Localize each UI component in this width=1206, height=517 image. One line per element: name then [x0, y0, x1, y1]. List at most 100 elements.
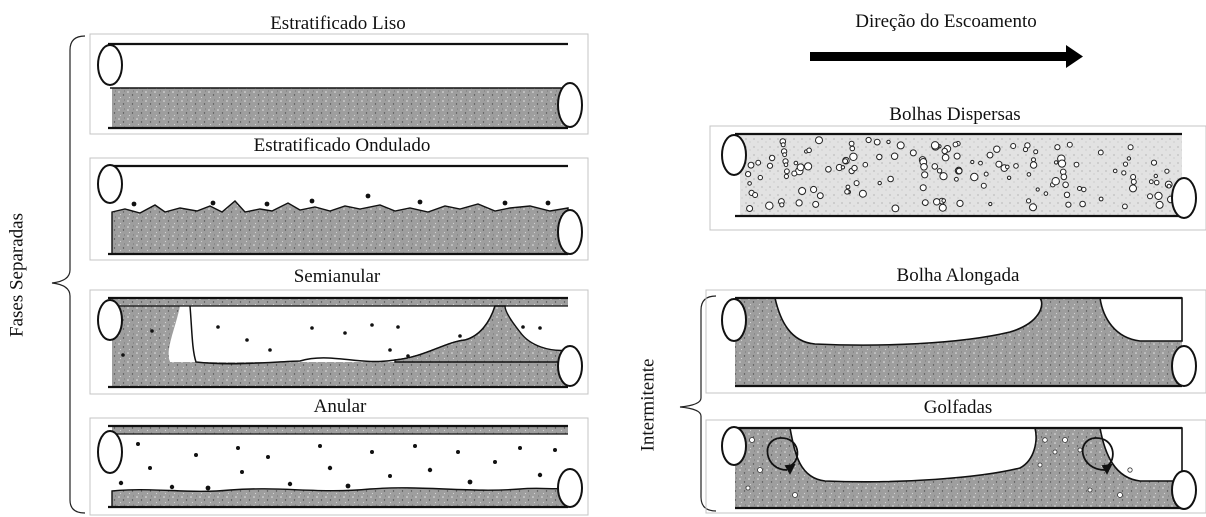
bubble	[989, 202, 992, 205]
pipe-semi-annular	[90, 290, 588, 394]
brace-intermittent	[680, 296, 716, 511]
bubble	[1027, 199, 1031, 203]
bubble	[783, 153, 787, 157]
bubble	[1131, 175, 1136, 180]
bubble	[841, 166, 844, 169]
pipe-annular	[90, 418, 588, 515]
bubble	[920, 185, 926, 191]
bubble	[942, 154, 949, 161]
bubble	[1082, 187, 1086, 191]
bubble	[1063, 182, 1069, 188]
bubble	[996, 161, 1002, 167]
bubble	[845, 190, 850, 195]
bubble	[784, 174, 788, 178]
bubble	[1165, 169, 1169, 173]
bubble	[981, 183, 986, 188]
bubble	[1154, 180, 1159, 185]
bubble	[849, 141, 854, 146]
bubble	[866, 137, 871, 142]
bubble	[942, 199, 946, 203]
bubble	[994, 146, 1000, 152]
bubble	[1064, 192, 1069, 197]
bubble	[921, 164, 928, 171]
bubble	[1066, 202, 1071, 207]
bubble	[785, 169, 790, 174]
bubble	[1058, 160, 1065, 167]
bubble	[797, 164, 804, 171]
bubble	[877, 154, 882, 159]
bubble	[1128, 145, 1133, 150]
pipe-stratified-smooth	[90, 34, 588, 134]
bubble	[1156, 201, 1163, 208]
bubble	[758, 175, 762, 179]
bubble	[1148, 194, 1153, 199]
flow-direction-arrow-icon	[810, 45, 1083, 68]
bubble	[859, 190, 866, 197]
bubble	[1130, 185, 1137, 192]
bubble	[854, 181, 859, 186]
bubble	[805, 163, 812, 170]
bubble	[780, 203, 784, 207]
bubble	[863, 162, 868, 167]
bubble	[794, 161, 798, 165]
bubble	[955, 177, 959, 181]
bubble	[979, 161, 983, 165]
bubble	[1023, 147, 1027, 151]
bubble	[1052, 178, 1059, 185]
bubble	[1078, 187, 1082, 191]
bubble	[1014, 164, 1019, 169]
bubble	[811, 186, 817, 192]
bubble	[1007, 176, 1010, 179]
bubble	[799, 188, 806, 195]
bubble	[956, 168, 962, 174]
bubble	[1074, 162, 1079, 167]
bubble	[852, 165, 857, 170]
bubble	[1030, 162, 1036, 168]
bubble	[1127, 157, 1130, 160]
bubble	[850, 153, 857, 160]
bubble	[753, 193, 758, 198]
bubble	[1055, 145, 1060, 150]
bubble	[1034, 150, 1038, 154]
bubble	[971, 173, 978, 180]
bubble	[1044, 192, 1048, 196]
bubble	[796, 200, 802, 206]
bubble	[1123, 162, 1127, 166]
bubble	[1099, 197, 1103, 201]
bubble	[922, 200, 928, 206]
bubble	[1123, 204, 1128, 209]
bubble	[910, 150, 916, 156]
bubble	[1154, 174, 1157, 177]
bubble	[766, 202, 773, 209]
bubble	[850, 146, 855, 151]
bubble	[1027, 173, 1031, 177]
bubble	[942, 148, 947, 153]
bubble	[813, 201, 819, 207]
bubble	[987, 152, 993, 158]
bubble	[756, 160, 761, 165]
bubble	[1149, 180, 1153, 184]
bubble	[940, 173, 947, 180]
bubble	[1098, 150, 1103, 155]
bubble	[784, 163, 788, 167]
bubble	[984, 172, 988, 176]
bubble	[953, 142, 958, 147]
bubble	[971, 160, 974, 163]
bubble	[934, 199, 940, 205]
pipe-stratified-wavy	[90, 158, 588, 260]
bubble	[1155, 192, 1162, 199]
bubble	[939, 204, 946, 211]
bubble	[937, 169, 941, 173]
bubble	[1036, 188, 1039, 191]
bubble	[846, 185, 850, 189]
bubble	[1067, 142, 1072, 147]
bubble	[1151, 160, 1156, 165]
bubble	[781, 143, 785, 147]
bubble	[769, 155, 774, 160]
bubble	[1061, 174, 1067, 180]
bubble	[826, 167, 832, 173]
bubble	[817, 193, 823, 199]
bubble	[1054, 161, 1057, 164]
bubble	[932, 164, 938, 170]
